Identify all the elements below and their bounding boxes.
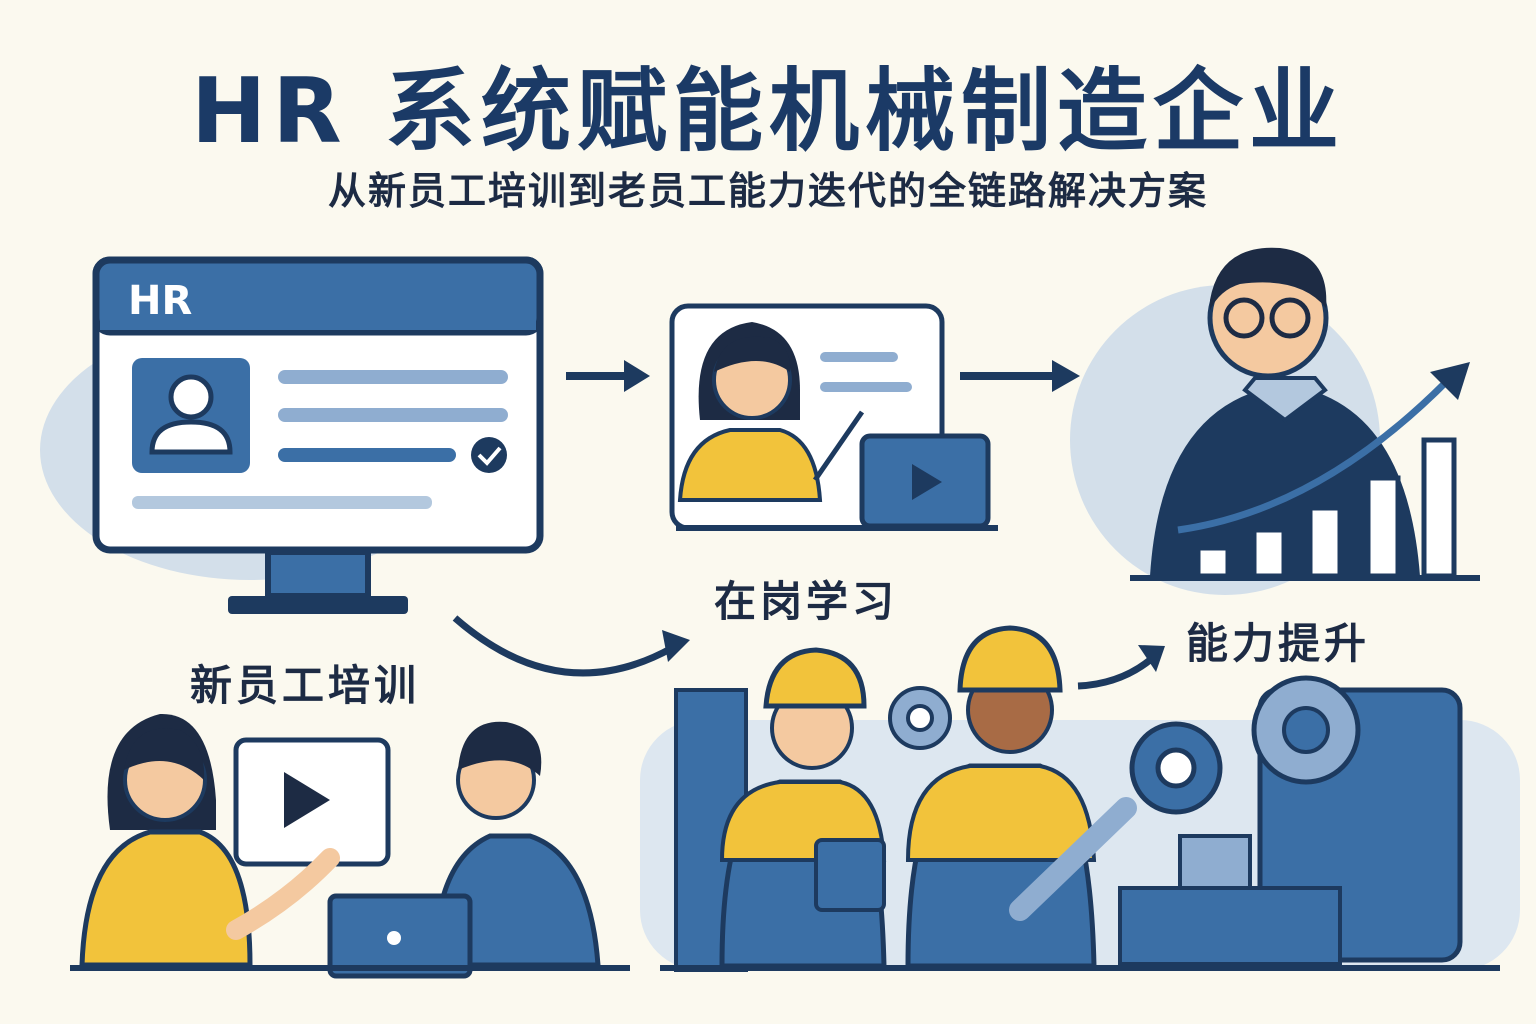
label-capability-improvement: 能力提升 <box>1186 619 1371 668</box>
page-subtitle: 从新员工培训到老员工能力迭代的全链路解决方案 <box>327 169 1208 213</box>
page-title: HR 系统赋能机械制造企业 <box>191 59 1345 164</box>
arrow-up-right <box>1077 645 1165 690</box>
new-employee-training-scene <box>70 713 630 979</box>
play-icon <box>912 464 942 500</box>
arrow-1 <box>566 360 650 392</box>
check-icon <box>471 437 507 473</box>
hr-monitor <box>92 256 544 614</box>
gear-icon <box>1129 721 1223 815</box>
arrow-curve <box>452 615 690 677</box>
user-profile-icon <box>149 374 233 455</box>
gear-icon <box>888 686 952 750</box>
label-new-employee-training: 新员工培训 <box>190 661 421 710</box>
trend-arrow-icon <box>1177 362 1470 534</box>
play-icon <box>284 772 330 828</box>
arrow-2 <box>960 360 1080 392</box>
capability-scene <box>1130 247 1480 581</box>
factory-scene <box>660 625 1500 972</box>
label-on-job-learning: 在岗学习 <box>714 577 899 626</box>
on-job-learning-scene <box>669 303 998 531</box>
wrench-icon <box>1009 797 1137 921</box>
hr-window-tag: HR <box>128 278 193 324</box>
